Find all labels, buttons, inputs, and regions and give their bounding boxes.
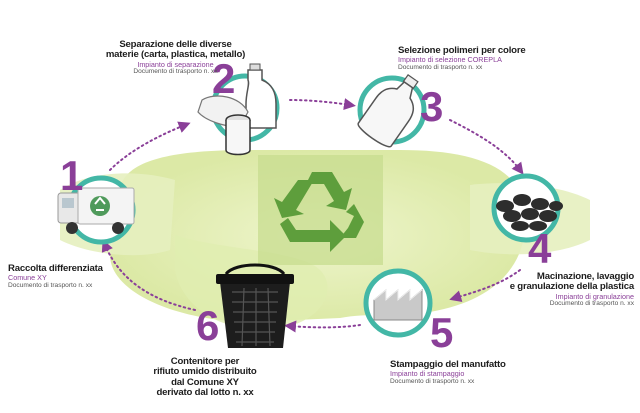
step-2-label: Separazione delle diverse materie (carta… bbox=[88, 39, 263, 76]
step-1-doc: Documento di trasporto n. xx bbox=[8, 282, 93, 290]
cycle-arrows bbox=[101, 98, 524, 333]
step-6-label: Contenitore per rifiuto umido distribuit… bbox=[140, 356, 270, 399]
recycling-truck-icon bbox=[57, 187, 135, 234]
step-6-title-line-4: derivato dal lotto n. xx bbox=[156, 387, 254, 399]
step-1-title: Raccolta differenziata bbox=[8, 263, 103, 274]
step-2-title-line-2: materie (carta, plastica, metallo) bbox=[105, 49, 246, 61]
step-4-title-line-2: e granulazione della plastica bbox=[509, 281, 634, 293]
waste-bin-icon bbox=[216, 263, 294, 348]
step-2-title-line-1: Separazione delle diverse bbox=[119, 39, 232, 50]
step-3-plant: Impianto di selezione COREPLA bbox=[398, 55, 502, 65]
step-2-doc: Documento di trasporto n. xx bbox=[133, 68, 218, 76]
step-6-title-line-3: dal Comune XY bbox=[171, 376, 239, 388]
step-3-doc: Documento di trasporto n. xx bbox=[398, 64, 483, 72]
plastic-bottle-icon bbox=[357, 74, 419, 148]
step-6-title-line-2: rifiuto umido distribuito bbox=[153, 366, 257, 378]
step-3-title: Selezione polimeri per colore bbox=[398, 45, 526, 56]
step-1-label: Raccolta differenziata Comune XY Documen… bbox=[8, 263, 103, 290]
step-5-number: 5 bbox=[430, 309, 454, 356]
step-1-number: 1 bbox=[60, 152, 84, 199]
recycle-icon bbox=[274, 172, 364, 252]
step-3-number: 3 bbox=[420, 83, 444, 130]
step-5-title: Stampaggio del manufatto bbox=[390, 359, 506, 370]
step-5-label: Stampaggio del manufatto Impianto di sta… bbox=[390, 359, 506, 386]
step-4-number: 4 bbox=[528, 225, 552, 272]
recycle-panel bbox=[258, 155, 383, 265]
step-4-title-line-1: Macinazione, lavaggio bbox=[536, 271, 634, 282]
step-4-label: Macinazione, lavaggio e granulazione del… bbox=[464, 271, 634, 308]
step-1-plant: Comune XY bbox=[8, 273, 47, 283]
step-2-plant: Impianto di separazione bbox=[137, 59, 214, 69]
plastic-granules-icon bbox=[496, 194, 563, 231]
bottle-and-can-icon bbox=[197, 63, 277, 156]
step-5-plant: Impianto di stampaggio bbox=[390, 369, 465, 379]
factory-icon bbox=[373, 288, 423, 321]
step-5-doc: Documento di trasporto n. xx bbox=[390, 378, 475, 386]
step-3-label: Selezione polimeri per colore Impianto d… bbox=[398, 45, 526, 72]
step-6-title-line-1: Contenitore per bbox=[170, 356, 240, 367]
step-4-doc: Documento di trasporto n. xx bbox=[549, 300, 634, 308]
step-4-plant: Impianto di granulazione bbox=[555, 291, 634, 301]
step-2-number: 2 bbox=[212, 55, 236, 102]
step-6-number: 6 bbox=[196, 302, 220, 349]
